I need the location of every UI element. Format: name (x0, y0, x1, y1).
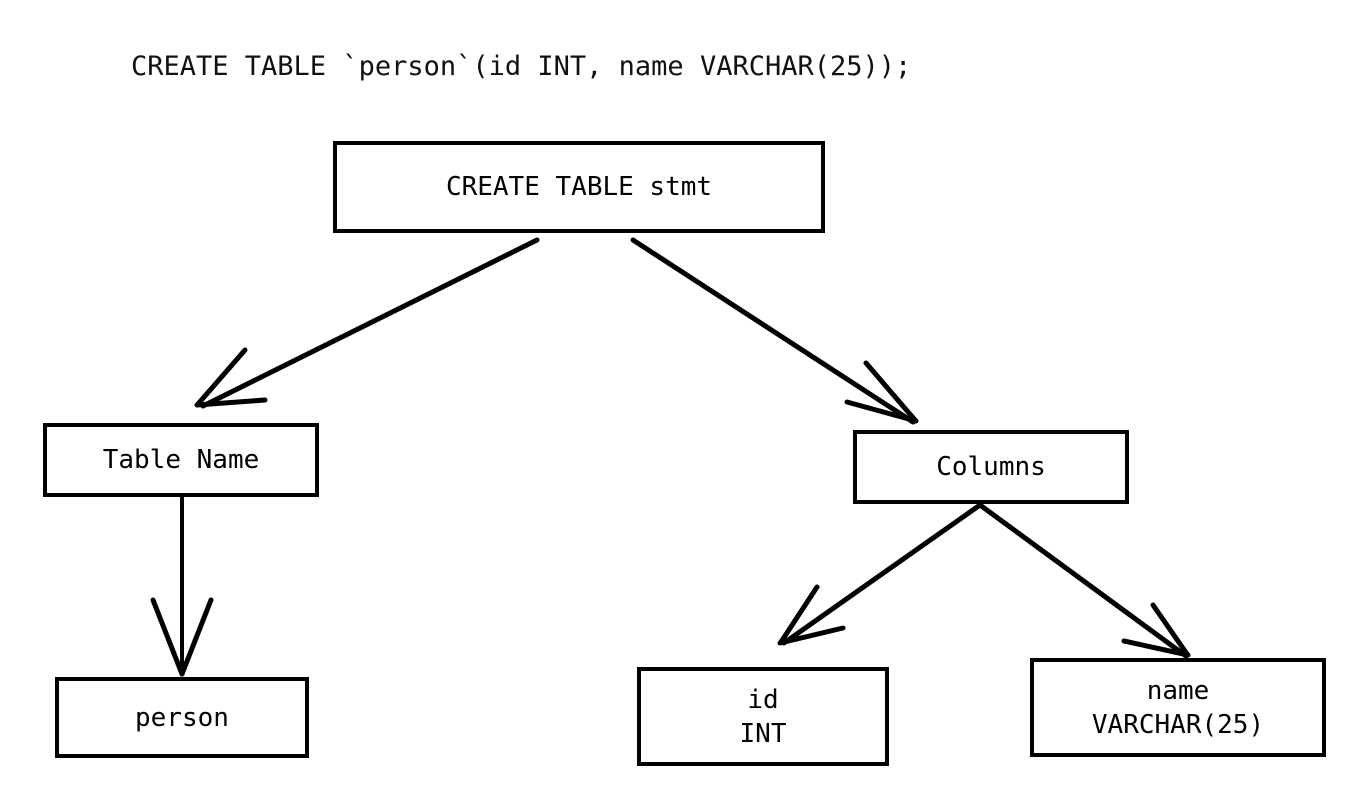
node-label-type: INT (739, 718, 787, 749)
edge-columns-to-col-id (777, 502, 983, 646)
node-label: person (135, 702, 229, 733)
node-person[interactable]: person (55, 677, 309, 758)
edge-table-name-to-person (150, 496, 214, 677)
node-label: name (1146, 675, 1210, 706)
edge-root-to-table-name (194, 237, 540, 409)
node-label: Columns (936, 452, 1046, 482)
node-table-name[interactable]: Table Name (43, 423, 319, 497)
node-label: CREATE TABLE stmt (445, 172, 713, 202)
edge-columns-to-col-name (977, 502, 1191, 659)
node-columns[interactable]: Columns (853, 430, 1129, 504)
sql-statement-caption: CREATE TABLE `person`(id INT, name VARCH… (131, 51, 912, 82)
node-label-type: VARCHAR(25) (1091, 709, 1265, 740)
node-label: Table Name (102, 445, 260, 475)
node-label: id (747, 684, 779, 715)
node-column-id[interactable]: id INT (637, 667, 889, 766)
edge-root-to-columns (630, 237, 919, 425)
node-column-name[interactable]: name VARCHAR(25) (1030, 658, 1326, 757)
node-create-table-stmt[interactable]: CREATE TABLE stmt (333, 141, 825, 233)
